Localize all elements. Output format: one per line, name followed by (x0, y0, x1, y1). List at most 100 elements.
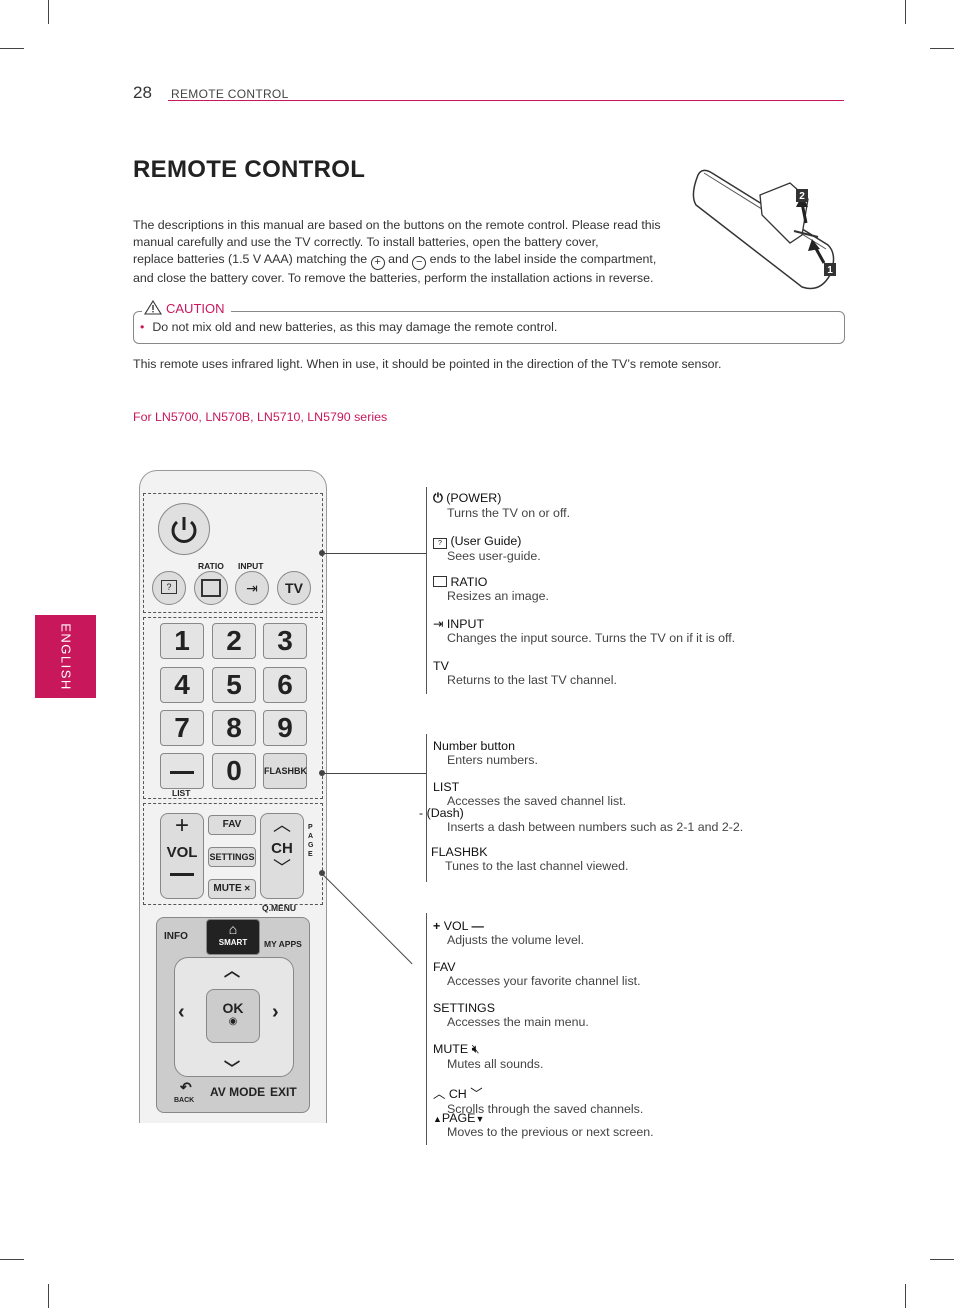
leader-dot (319, 870, 325, 876)
ok-label: OK (222, 1000, 244, 1016)
exit-label: EXIT (270, 1085, 297, 1099)
group-bracket (426, 913, 427, 1145)
header-rule (168, 100, 844, 101)
chevron-down-icon: ﹀ (273, 858, 291, 878)
number-button: 2 (212, 623, 256, 659)
user-guide-button: ? (152, 571, 186, 605)
chevron-up-icon: ︿ (224, 963, 241, 980)
desc-term: ︿ CH ﹀ (433, 1084, 643, 1102)
desc-term: RATIO (433, 575, 549, 589)
leader-line (321, 873, 413, 965)
term-label: - (Dash) (419, 806, 464, 820)
desc-term: ⏻ (POWER) (433, 491, 570, 506)
smart-button: ⌂ SMART (206, 919, 260, 955)
page-title: REMOTE CONTROL (133, 156, 366, 183)
language-tab: ENGLISH (35, 615, 96, 698)
chevron-right-icon: › (272, 1001, 279, 1023)
input-button: ⇥ (235, 571, 269, 605)
list-label: LIST (172, 788, 191, 798)
intro-text: replace batteries (1.5 V AAA) matching t… (133, 252, 368, 266)
number-button: 7 (160, 710, 204, 746)
intro-line: manual carefully and use the TV correctl… (133, 235, 599, 249)
desc-text: Moves to the previous or next screen. (447, 1125, 654, 1139)
desc-text: Mutes all sounds. (447, 1057, 544, 1071)
term-label: SETTINGS (433, 1001, 495, 1015)
desc-text: Accesses the saved channel list. (447, 794, 627, 808)
number-button: 8 (212, 710, 256, 746)
minus-icon: — (471, 919, 484, 933)
caution-item: •Do not mix old and new batteries, as th… (140, 320, 557, 334)
desc-text: Accesses your favorite channel list. (447, 974, 641, 988)
ir-note: This remote uses infrared light. When in… (133, 357, 722, 371)
group-outline-controls (143, 803, 323, 905)
chevron-down-icon: ﹀ (224, 1061, 241, 1078)
ch-label: CH (271, 840, 293, 857)
input-icon: ⇥ (433, 617, 444, 631)
group-outline-numbers (143, 617, 323, 799)
intro-text: and (388, 252, 409, 266)
crop-mark (0, 48, 24, 49)
crop-mark (930, 48, 954, 49)
desc-user-guide: ? (User Guide) Sees user-guide. (433, 534, 541, 563)
minus-symbol: − (412, 256, 427, 270)
crop-mark (905, 0, 906, 24)
input-label: INPUT (238, 561, 264, 571)
term-label: MUTE (433, 1042, 469, 1056)
desc-text: Adjusts the volume level. (447, 933, 585, 947)
chevron-down-icon: ﹀ (470, 1087, 483, 1101)
minus-icon (170, 873, 194, 876)
caution-text: Do not mix old and new batteries, as thi… (152, 320, 558, 334)
plus-icon: + (433, 919, 441, 933)
caution-label: CAUTION (166, 301, 225, 316)
desc-text: Resizes an image. (447, 589, 549, 603)
my-apps-label: MY APPS (264, 939, 302, 949)
number-button: 5 (212, 667, 256, 703)
ch-rocker: ︿ CH ﹀ (260, 813, 304, 899)
mute-button: MUTE ✕ (208, 879, 256, 899)
number-button: 9 (263, 710, 307, 746)
step-1-label: 1 (827, 265, 833, 276)
settings-button: SETTINGS (208, 847, 256, 867)
language-tab-label: ENGLISH (58, 622, 73, 691)
mute-label: MUTE (213, 883, 242, 894)
desc-mute: MUTE 🔇︎ Mutes all sounds. (433, 1042, 543, 1071)
ratio-label: RATIO (198, 561, 224, 571)
remote-control-illustration: RATIO INPUT ? ⇥ TV 1 2 3 4 5 6 7 8 9 0 F… (139, 470, 327, 1123)
input-icon: ⇥ (246, 580, 258, 596)
ok-button: OK ◉ (206, 989, 260, 1043)
home-icon: ⌂ (228, 921, 238, 937)
dash-icon (170, 771, 194, 775)
intro-text: ends to the label inside the compartment… (429, 252, 657, 266)
crop-mark (905, 1284, 906, 1308)
desc-flashbk: FLASHBK Tunes to the last channel viewed… (431, 845, 628, 873)
ratio-button (194, 571, 228, 605)
power-icon: ⏻ (433, 491, 443, 505)
power-button (158, 503, 210, 555)
desc-fav: FAV Accesses your favorite channel list. (433, 960, 641, 988)
desc-number: Number button Enters numbers. (433, 739, 538, 767)
qmenu-label: Q.MENU (262, 903, 296, 913)
smart-label: SMART (218, 938, 248, 947)
term-label: VOL (443, 919, 469, 933)
flashbk-button: FLASHBK (263, 753, 307, 789)
leader-line (322, 553, 426, 554)
desc-term: ▲PAGE▼ (433, 1111, 654, 1125)
warning-icon (144, 299, 162, 315)
mute-icon: ✕ (241, 884, 251, 893)
tv-button: TV (277, 571, 311, 605)
desc-ch: ︿ CH ﹀ Scrolls through the saved channel… (433, 1084, 643, 1116)
term-label: Number button (433, 739, 515, 753)
fav-button: FAV (208, 815, 256, 835)
chevron-up-icon: ︿ (273, 815, 291, 835)
desc-text: Changes the input source. Turns the TV o… (447, 631, 736, 645)
intro-paragraph: The descriptions in this manual are base… (133, 217, 713, 287)
vol-rocker: + VOL (160, 813, 204, 899)
term-label: FLASHBK (431, 845, 488, 859)
chevron-up-icon: ︿ (433, 1087, 446, 1101)
intro-line: replace batteries (1.5 V AAA) matching t… (133, 251, 713, 270)
crop-mark (0, 1259, 24, 1260)
series-heading: For LN5700, LN570B, LN5710, LN5790 serie… (133, 410, 388, 424)
desc-settings: SETTINGS Accesses the main menu. (433, 1001, 589, 1029)
desc-text: Sees user-guide. (447, 549, 541, 563)
desc-text: Inserts a dash between numbers such as 2… (447, 820, 744, 834)
